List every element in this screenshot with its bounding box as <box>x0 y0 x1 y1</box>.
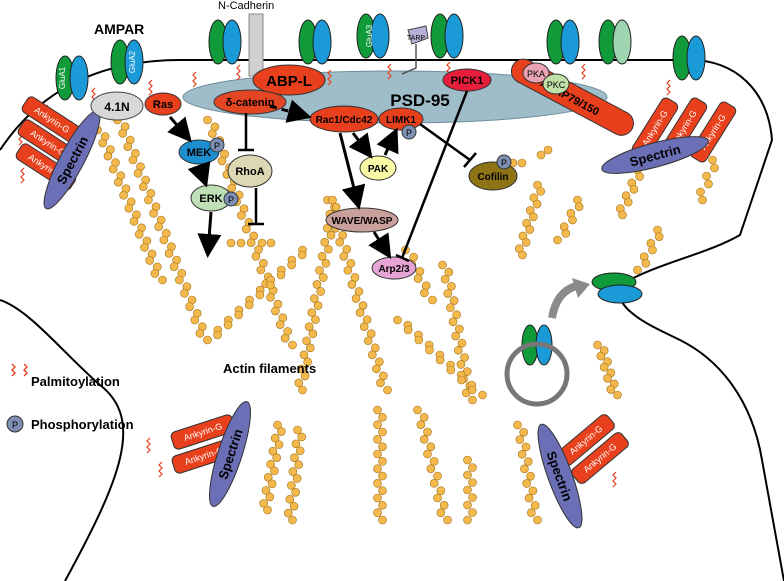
abp-l-label: ABP-L <box>266 73 312 90</box>
rac1-label: Rac1/Cdc42 <box>316 115 373 126</box>
tarp-label: TARP <box>407 35 425 42</box>
band-41n-label: 4.1N <box>104 100 129 114</box>
actin-filaments <box>93 115 719 525</box>
limk1-label: LIMK1 <box>386 115 416 126</box>
receptor-icon <box>546 19 580 65</box>
ras <box>144 92 182 116</box>
inserted-receptor-icon <box>591 272 643 304</box>
endosome-icon <box>504 341 570 407</box>
rhoa <box>227 154 273 188</box>
pick1-label: PICK1 <box>451 75 483 87</box>
wave-label: WAVE/WASP <box>332 216 393 227</box>
band-41n <box>90 91 144 121</box>
legend: Palmitoylation P Phosphorylation <box>6 363 134 433</box>
actin-label: Actin filaments <box>223 361 316 376</box>
pathway-arrows <box>167 99 399 260</box>
phospho-markers: P P P P <box>209 124 512 207</box>
legend-palmitoylation: Palmitoylation <box>31 374 120 389</box>
svg-text:P: P <box>406 128 412 138</box>
delta-catenin-text: δ-catenin <box>226 97 275 109</box>
receptor-icon <box>430 13 464 59</box>
receptor-subunit-label: GluA2 <box>345 24 354 47</box>
receptor-icon <box>110 39 144 85</box>
receptor-icon <box>208 19 242 65</box>
ampar-label: AMPAR <box>94 21 144 37</box>
psd95-label: PSD-95 <box>390 91 450 110</box>
cofilin-label: Cofilin <box>477 172 508 183</box>
receptor-subunit-label: GluA2 <box>128 50 137 73</box>
n-cadherin-label: N-Cadherin <box>218 0 274 12</box>
receptor-subunit-label: GluA3 <box>365 24 374 47</box>
erk-label: ERK <box>199 193 222 205</box>
arp23-label: Arp2/3 <box>378 264 410 275</box>
abp-l <box>252 64 326 96</box>
svg-text:P: P <box>214 141 220 151</box>
phosphorylation-icon <box>6 415 24 433</box>
receptor-icon <box>356 13 390 59</box>
receptor-icon <box>598 19 632 65</box>
legend-phospho-symbol: P <box>12 420 18 430</box>
svg-text:P: P <box>501 158 507 168</box>
pka-label: PKA <box>527 69 545 79</box>
arp23 <box>371 256 417 280</box>
pka <box>522 62 550 84</box>
receptor-icon <box>672 35 706 81</box>
legend-phosphorylation: Phosphorylation <box>31 417 134 432</box>
receptor-subunit-label: GluA1 <box>58 66 67 89</box>
inhibition-lines <box>238 90 477 263</box>
pkc-label: PKC <box>547 80 566 90</box>
tarp: TARP <box>401 25 429 75</box>
n-cadherin-bar <box>248 13 264 77</box>
mek-label: MEK <box>187 147 212 159</box>
pkc <box>542 73 570 95</box>
svg-text:P: P <box>228 195 234 205</box>
pak-label: PAK <box>368 164 389 175</box>
receptor-icon <box>298 19 332 65</box>
ankyrin-spectrin-complexes: Ankyrin-GAnkyrin-GAnkyrin-GSpectrinAnkyr… <box>15 96 737 529</box>
rhoa-label: RhoA <box>235 166 264 178</box>
receptor-icon <box>55 55 89 101</box>
insertion-arrow-icon <box>548 282 578 319</box>
ras-label: Ras <box>153 99 173 111</box>
limk1 <box>378 107 424 131</box>
palmitoylation-icon <box>11 363 28 377</box>
pak <box>359 155 397 181</box>
